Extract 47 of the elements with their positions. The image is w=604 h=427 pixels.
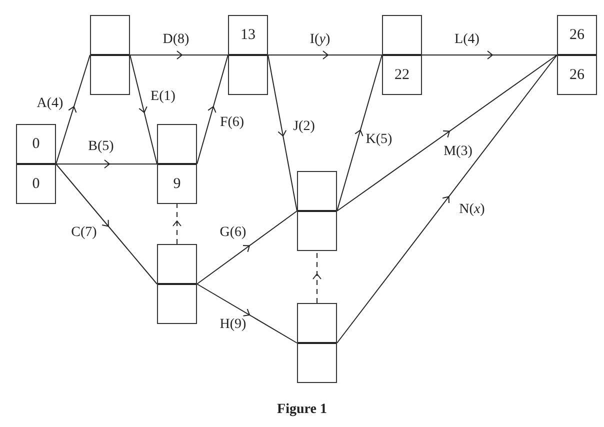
event-box — [157, 124, 197, 204]
activity-label: H(9) — [218, 317, 248, 333]
event-box — [382, 15, 422, 95]
arrow — [336, 54, 558, 212]
event-box — [297, 303, 337, 383]
event-time: 26 — [570, 66, 584, 84]
activity-label: I(y) — [308, 32, 332, 48]
event-box — [297, 171, 337, 251]
activity-label: B(5) — [87, 139, 115, 155]
activity-label: K(5) — [364, 132, 394, 148]
arrow — [196, 284, 298, 344]
event-box — [557, 15, 597, 95]
activity-label: N(x) — [458, 202, 486, 218]
activity-label: E(1) — [150, 89, 176, 105]
event-box — [228, 15, 268, 95]
dashed-arrow — [172, 204, 182, 244]
activity-label: L(4) — [454, 32, 480, 48]
figure-caption: Figure 1 — [276, 402, 328, 418]
arrow — [196, 54, 228, 164]
arrow — [196, 210, 298, 284]
arrow — [56, 54, 90, 164]
arrow — [422, 50, 558, 60]
event-time: 26 — [570, 26, 584, 44]
event-time: 0 — [32, 136, 40, 152]
arrow — [56, 160, 158, 168]
activity-label: A(4) — [36, 96, 64, 112]
arrow — [268, 50, 382, 60]
arrow — [56, 164, 158, 284]
event-time: 13 — [240, 26, 256, 44]
activity-label: C(7) — [70, 225, 98, 241]
event-box — [157, 244, 197, 324]
activity-label: J(2) — [292, 119, 316, 135]
arrow — [336, 54, 382, 212]
arrow — [268, 54, 298, 212]
arrow — [336, 54, 558, 344]
event-time: 9 — [173, 176, 181, 192]
event-time: 0 — [32, 176, 40, 192]
event-box — [16, 124, 56, 204]
activity-label: G(6) — [218, 225, 248, 241]
event-time: 22 — [394, 66, 410, 84]
activity-label: M(3) — [442, 144, 474, 160]
dashed-arrow — [312, 250, 322, 304]
arrow — [130, 54, 158, 164]
activity-label: F(6) — [218, 115, 246, 131]
activity-label: D(8) — [162, 32, 190, 48]
arrow — [130, 50, 228, 60]
event-box — [90, 15, 130, 95]
